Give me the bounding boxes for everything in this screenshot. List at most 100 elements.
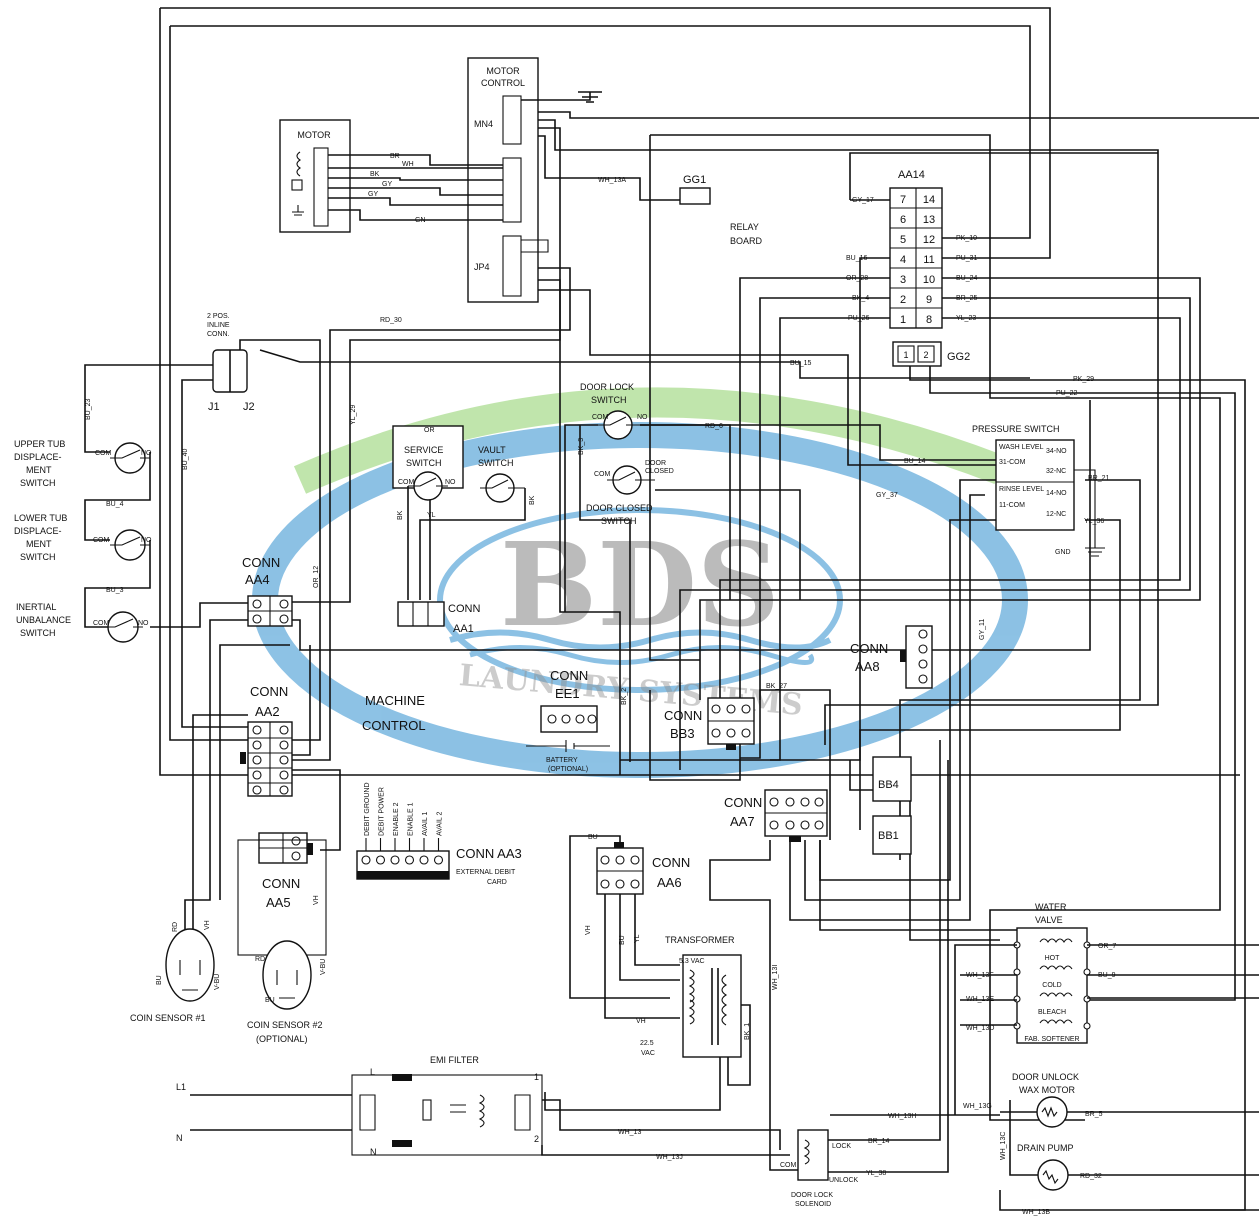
conn-aa2: CONN AA2 — [240, 684, 293, 797]
upper-tub-com: COM — [95, 450, 112, 457]
ee1-label-2: EE1 — [555, 686, 580, 701]
pressure-switch: PRESSURE SWITCH WASH LEVEL 34-NO 31-COM … — [972, 424, 1105, 557]
inertial-label-3: SWITCH — [20, 628, 56, 638]
emi-filter-box — [351, 1074, 543, 1156]
upper-tub-label-3: MENT — [26, 465, 52, 475]
gnd-label: GND — [1055, 549, 1071, 556]
mn4-connector — [502, 95, 522, 145]
wire-bk-service-label: BK — [397, 510, 404, 520]
valve-label: FAB. SOFTENER — [1024, 1036, 1079, 1043]
aa3-pin — [390, 855, 400, 865]
machine-control-label-2: CONTROL — [362, 718, 426, 733]
wire-bu4-label: BU_4 — [106, 501, 124, 508]
wire-bu40-label: BU_40 — [182, 448, 189, 470]
wire-wh13g-label: WH_13G — [963, 1103, 992, 1110]
wire-rd30-label: RD_30 — [380, 317, 402, 324]
conn-ee1: CONN EE1 BATTERY (OPTIONAL) — [526, 668, 610, 773]
wire-bu3-label: BU_3 — [106, 587, 124, 594]
emi-filter: EMI FILTER L N 1 2 — [351, 1055, 543, 1157]
wire-br14-label: BR_14 — [868, 1138, 890, 1145]
aa3-pin-label: AVAIL 1 — [422, 812, 429, 836]
upper-tub-label-2: DISPLACE- — [14, 452, 62, 462]
vault-switch-label-2: SWITCH — [478, 458, 514, 468]
wire-bu15-label: BU_15 — [790, 360, 812, 367]
emi-filter-label: EMI FILTER — [430, 1055, 479, 1065]
wire-br21-label: BR_21 — [1088, 475, 1110, 482]
wire-br5-label: BR_5 — [1085, 1111, 1103, 1118]
wire-vbu-coin1: V-BU — [214, 974, 221, 990]
gg2-label: GG2 — [947, 351, 970, 363]
wire-or7-label: OR_7 — [1098, 943, 1116, 950]
rinse-12-nc: 12-NC — [1046, 511, 1066, 518]
aa14-pin-4: 4 — [900, 254, 906, 266]
conn-aa1: CONN AA1 — [397, 601, 480, 635]
wash-level-label: WASH LEVEL — [999, 444, 1044, 451]
valve-label: COLD — [1042, 982, 1061, 989]
upper-tub-label-4: SWITCH — [20, 478, 56, 488]
aa14-pin-14: 14 — [923, 194, 935, 206]
wire-vh-coin1: VH — [204, 920, 211, 930]
service-switch-label-1: SERVICE — [404, 445, 443, 455]
ee1-label-1: CONN — [550, 668, 588, 683]
wire-wh13h-label: WH_13H — [888, 1113, 916, 1120]
motor-connector — [313, 147, 329, 227]
inertial-label-1: INERTIAL — [16, 602, 56, 612]
door-lock-switch: DOOR LOCK SWITCH COM NO — [580, 382, 648, 440]
aa3-pin-label: DEBIT POWER — [379, 787, 386, 836]
aa7-label-1: CONN — [724, 795, 762, 810]
drain-pump-label: DRAIN PUMP — [1017, 1143, 1074, 1153]
conn-aa4: CONN AA4 — [242, 555, 293, 627]
aa14-pin-11: 11 — [923, 254, 934, 266]
aa2-pin — [279, 725, 289, 735]
lower-tub-no: NO — [141, 537, 152, 544]
wire-bk2-label: BK_2 — [621, 688, 628, 705]
relay-board-label-1: RELAY — [730, 222, 759, 232]
vac53-label: 5.3 VAC — [679, 958, 705, 965]
gg1-label: GG1 — [683, 174, 706, 186]
wire-wh13a-label: WH_13A — [598, 177, 626, 184]
coin-sensor-1: COIN SENSOR #1 — [130, 928, 215, 1023]
wire-wh13-label: WH_13 — [618, 1129, 641, 1136]
aa6-label-2: AA6 — [657, 875, 682, 890]
drain-pump: DRAIN PUMP — [1017, 1143, 1074, 1191]
wax-motor-label-1: DOOR UNLOCK — [1012, 1072, 1079, 1082]
bb1-box — [872, 815, 912, 855]
aa14-pin-8: 8 — [926, 314, 932, 326]
aa2-pin — [252, 755, 262, 765]
vac225-label-2: VAC — [641, 1050, 655, 1057]
aa14-pin-13: 13 — [923, 214, 935, 226]
emi-l-label: L — [370, 1067, 375, 1077]
wire-wh-label: WH — [402, 161, 414, 168]
aa1-label-1: CONN — [448, 603, 480, 615]
wire-yl29-label: YL_29 — [350, 405, 357, 425]
lower-tub-label-2: DISPLACE- — [14, 526, 62, 536]
wire-or28-label: OR_28 — [846, 275, 868, 282]
water-valve-box — [1016, 927, 1088, 1044]
bb3-label-1: CONN — [664, 708, 702, 723]
aa3-pin-label: ENABLE 2 — [393, 802, 400, 836]
aa14-pin-1: 1 — [900, 314, 906, 326]
aa2-pin — [279, 785, 289, 795]
water-valve-label-1: WATER — [1035, 902, 1067, 912]
conn-bb1: BB1 — [872, 815, 912, 855]
wire-wh13b-label: WH_13B — [1022, 1209, 1050, 1216]
aa2-label-2: AA2 — [255, 704, 280, 719]
bb3-label-2: BB3 — [670, 726, 695, 741]
inertial-com: COM — [93, 620, 110, 627]
aa2-pin — [279, 770, 289, 780]
door-closed-switch: COM DOOR CLOSED DOOR CLOSED SWITCH — [586, 460, 674, 526]
aa7-label-2: AA7 — [730, 814, 755, 829]
aa2-pin — [252, 740, 262, 750]
wire-br25-label: BR_25 — [956, 295, 978, 302]
inertial-no: NO — [138, 620, 149, 627]
wire-bk1-label: BK_1 — [744, 1023, 751, 1040]
inertial-label-2: UNBALANCE — [16, 615, 71, 625]
door-closed-com: COM — [594, 471, 611, 478]
lower-tub-com: COM — [93, 537, 110, 544]
aa1-label-2: AA1 — [453, 623, 474, 635]
wire-gy17-label: GY_17 — [852, 197, 874, 204]
inline-connector: 2 POS. INLINE CONN. J1 J2 — [207, 313, 255, 413]
jp4-label: JP4 — [474, 262, 490, 272]
